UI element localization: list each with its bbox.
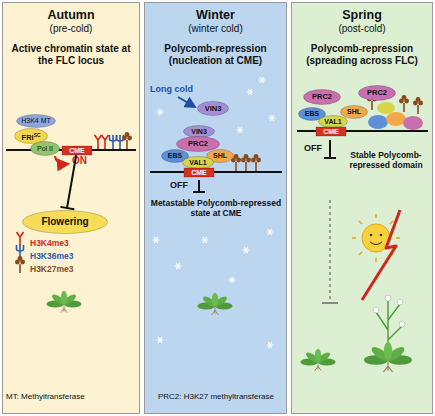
state-heading: Polycomb-repression (nucleation at CME) <box>149 43 282 67</box>
protein-blob: SHL <box>340 105 368 119</box>
state-heading: Polycomb-repression (spreading across FL… <box>296 43 428 67</box>
node-outline <box>23 211 108 234</box>
legend-swatch <box>13 234 27 250</box>
protein-name: SHL <box>347 108 361 115</box>
protein-blob: VIN3 <box>197 101 229 116</box>
season-title: Spring <box>296 8 428 23</box>
node-outline <box>184 168 214 177</box>
protein-name: SHL <box>213 152 227 159</box>
node-text: H3K4 MT <box>10 114 62 128</box>
node-text: VAL1 <box>312 115 354 128</box>
cme-element: CME <box>184 168 214 177</box>
node-outline <box>184 126 215 138</box>
node-text: CME <box>56 146 98 155</box>
season-panel: Spring(post-cold) Polycomb-repression (sp… <box>291 2 433 414</box>
node-outline <box>15 129 48 144</box>
cme-element: CME <box>316 127 346 136</box>
protein-name: Pol II <box>37 145 53 152</box>
node-text: VIN3 <box>191 101 235 116</box>
cme-element: CME <box>62 146 92 155</box>
season-subtitle: (post-cold) <box>296 23 428 35</box>
node-outline <box>17 115 56 128</box>
protein-name: PRC2 <box>367 88 387 97</box>
legend-text: H3K27me3 <box>30 264 73 274</box>
protein-name: VAL1 <box>189 159 206 166</box>
state-label: OFF <box>304 143 334 154</box>
node-outline <box>177 137 220 152</box>
node-outline <box>62 146 92 155</box>
node-outline <box>31 142 60 156</box>
node-text: CME <box>178 168 220 177</box>
protein-name: CME <box>191 169 207 176</box>
protein-name: EBS <box>305 110 319 117</box>
inhibition-bar <box>60 207 74 209</box>
legend-swatch <box>13 247 27 263</box>
node-text: PRC2 <box>352 85 402 101</box>
node-text: VAL1 <box>176 156 220 169</box>
season-subtitle: (pre-cold) <box>7 23 135 35</box>
state-heading: Active chromatin state at the FLC locus <box>7 43 135 67</box>
node-outline <box>359 86 396 101</box>
node-text: CME <box>310 127 352 136</box>
legend-swatch <box>13 260 27 276</box>
season-panel: Autumn(pre-cold) Active chromatin state a… <box>2 2 140 414</box>
state-caption: Stable Polycomb-repressed domain <box>342 150 430 170</box>
protein-blob: H3K4 MT <box>16 114 56 128</box>
protein-name: VIN3 <box>205 104 222 113</box>
season-title: Autumn <box>7 8 135 23</box>
protein-name: VIN3 <box>191 128 207 135</box>
protein-blob: VAL1 <box>182 156 214 169</box>
abbreviation-note: PRC2: H3K27 methyltransferase <box>148 392 284 402</box>
state-label: OFF <box>170 180 200 191</box>
protein-blob: PRC2 <box>303 89 341 105</box>
protein-blob: VAL1 <box>318 115 348 128</box>
outcome-ellipse: Flowering <box>22 210 108 234</box>
node-text: Flowering <box>16 210 114 234</box>
protein-blob: PRC2 <box>358 85 396 101</box>
abbreviation-note: MT: Methyltransferase <box>6 392 136 402</box>
node-outline <box>341 106 368 119</box>
node-text: PRC2 <box>297 89 347 105</box>
inhibition-connector <box>60 155 76 209</box>
season-subtitle: (winter cold) <box>149 23 282 35</box>
node-outline <box>198 102 229 116</box>
node-text: Pol II <box>24 141 66 156</box>
protein-name: CME <box>69 147 85 154</box>
state-label: ON <box>72 155 102 167</box>
protein-name: CME <box>323 128 339 135</box>
protein-blob: Pol II <box>30 141 60 156</box>
node-outline <box>319 116 348 128</box>
protein-blob: VIN3 <box>183 125 215 138</box>
protein-blob: PRC2 <box>176 136 220 152</box>
state-caption: Metastable Polycomb-repressed state at C… <box>150 198 282 218</box>
legend-text: H3K36me3 <box>30 251 73 261</box>
legend-text: H3K4me3 <box>30 238 69 248</box>
node-outline <box>183 157 214 169</box>
protein-name: PRC2 <box>312 92 332 101</box>
protein-name: H3K4 MT <box>21 117 51 124</box>
protein-name: Flowering <box>41 216 88 227</box>
node-outline <box>316 127 346 136</box>
season-title: Winter <box>149 8 282 23</box>
superscript: SC <box>34 133 41 138</box>
signal-label: Long cold <box>150 84 210 95</box>
connector-line <box>67 155 76 208</box>
node-text: VIN3 <box>177 125 221 138</box>
protein-name: PRC2 <box>188 139 208 148</box>
protein-name: VAL1 <box>324 118 341 125</box>
protein-name: EBS <box>168 152 182 159</box>
protein-name: FRI <box>22 133 34 142</box>
node-outline <box>304 90 341 105</box>
